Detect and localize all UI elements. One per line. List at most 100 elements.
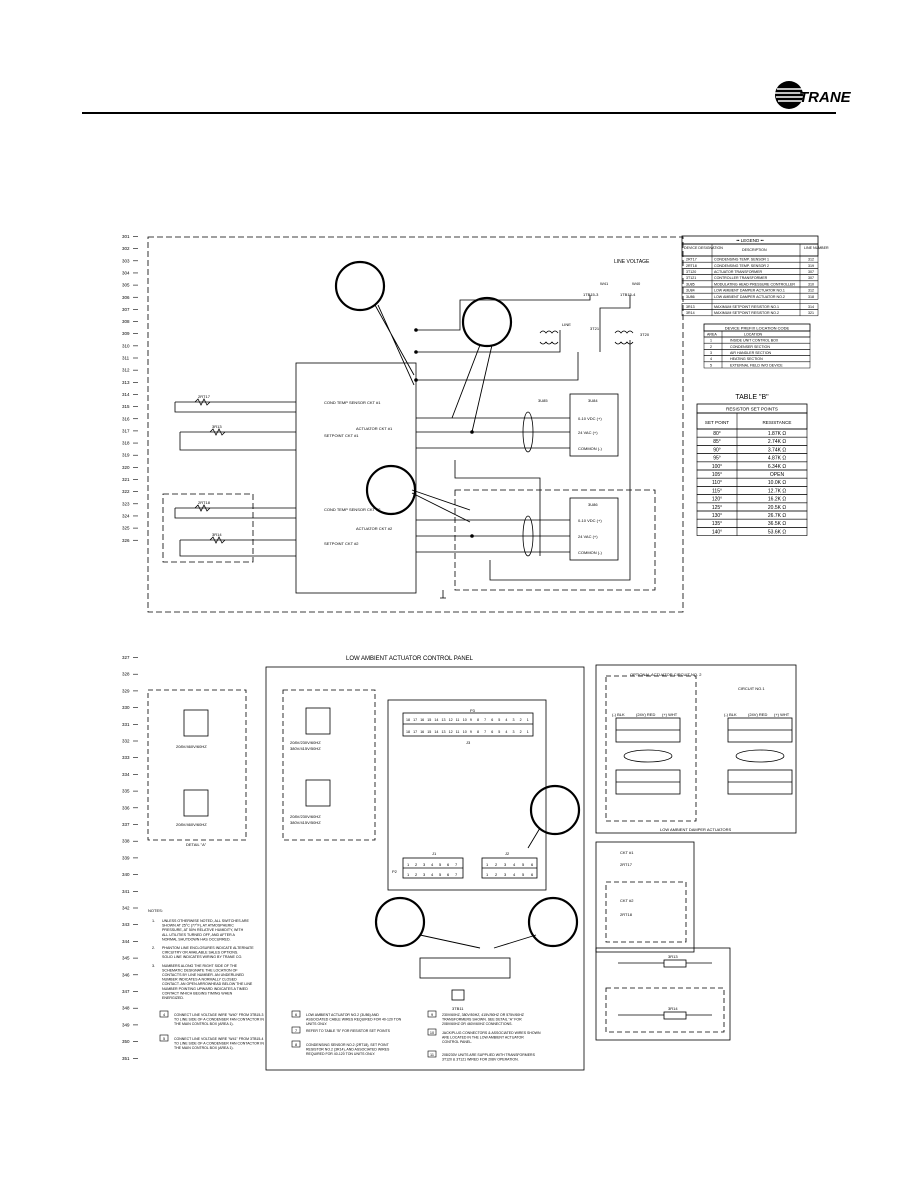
legend-device: 3T120 [686, 270, 696, 274]
j2-pin: 5 [522, 862, 525, 867]
prefix-area: 1 [710, 339, 712, 343]
detail-a: DETAIL "A" [186, 842, 207, 847]
table-b-resistance: 36.5K Ω [768, 521, 786, 527]
table-b-setpoint: 105° [712, 472, 722, 478]
j3-pin: 7 [484, 730, 486, 734]
line-number: 317 [122, 428, 130, 433]
line-number: 331 [122, 722, 130, 727]
prefix-area: 5 [710, 363, 712, 367]
table-b-setpoint: 85° [713, 439, 721, 445]
j1-pin: 1 [407, 872, 410, 877]
note-text: NORMAL SHUTDOWN HAS OCCURRED. [162, 937, 231, 941]
detail-a-enclosure [147, 689, 247, 841]
opt-circuit: OPTIONAL ACTUATOR CIRCUIT NO. 2 [630, 672, 702, 677]
table-b-setpoint: 100° [712, 464, 722, 470]
controller-board [387, 699, 547, 891]
legend-line-number: 312 [808, 258, 814, 262]
line-number: 334 [122, 772, 130, 777]
j3-pin: 18 [406, 730, 410, 734]
resistor-panel [595, 947, 731, 1041]
j1-pin: 7 [455, 872, 458, 877]
j3-pin: 6 [491, 718, 493, 722]
table-b-setpoint: 80° [713, 431, 721, 437]
table-b-setpoint: 115° [712, 488, 722, 494]
act2-term-1: 0-10 VDC (+) [578, 518, 602, 523]
dev-2rt18: 2RT18 [198, 500, 211, 505]
j1-pin: 4 [431, 862, 434, 867]
callout-text: 208V/60HZ OR 460V/60HZ CONNECTIONS. [442, 1022, 512, 1026]
line-number: 319 [122, 453, 130, 458]
j2-label: J2 [505, 851, 510, 856]
line-number: 318 [122, 441, 130, 446]
callout-text: REFER TO TABLE "B" FOR RESISTOR SET POIN… [306, 1029, 391, 1033]
p3-label: P3 [470, 708, 476, 713]
volt-a-2: 208V/460V/60HZ [176, 822, 207, 827]
j1-label: J1 [432, 851, 437, 856]
table-b-title: TABLE "B" [735, 394, 769, 401]
actuator-2: ACTUATOR CKT #2 [356, 526, 393, 531]
actuator-3u84-box [569, 393, 619, 457]
line-number: 345 [122, 956, 130, 961]
line-number: 307 [122, 307, 130, 312]
callout-number: 5 [163, 1037, 165, 1041]
j3-pin: 13 [442, 730, 446, 734]
prefix-header: LOCATION [744, 333, 763, 337]
prefix-header: AREA [707, 333, 717, 337]
j1-pin: 5 [439, 872, 442, 877]
line-number: 330 [122, 705, 130, 710]
act1-term-3: COMMON (-) [578, 446, 602, 451]
notes-list: 1.UNLESS OTHERWISE NOTED, ALL SWITCHES A… [152, 919, 254, 1000]
prefix-location: AIR HANDLER SECTION [730, 351, 772, 355]
ckt2-label: CKT #2 [620, 898, 634, 903]
volt-a-1: 208V/460V/60HZ [176, 744, 207, 749]
legend-description: LOW AMBIENT DAMPER ACTUATOR NO.2 [714, 295, 785, 299]
line-number: 328 [122, 672, 130, 677]
damper-label: LOW AMBIENT DAMPER ACTUATORS [660, 827, 731, 832]
j3-pin: 17 [413, 730, 417, 734]
line-number: 316 [122, 416, 130, 421]
table-b-resistance: 6.34K Ω [768, 464, 786, 470]
callout-text: THE MAIN CONTROL BOX (AREA 1). [174, 1022, 234, 1026]
legend-description: MAXIMUM SETPOINT RESISTOR NO.2 [714, 311, 779, 315]
note-text: NUMBERS ALONG THE RIGHT SIDE OF THE [162, 964, 238, 968]
j3-pin: 16 [420, 718, 424, 722]
legend-description: MODULATING HEAD PRESSURE CONTROLLER [714, 282, 795, 286]
legend-line-number: 318 [808, 295, 814, 299]
callout-text: CONNECT LINE VOLTAGE WIRE "W41" FROM 3TB… [174, 1037, 263, 1041]
circuit-1: CIRCUIT NO.1 [738, 686, 765, 691]
j2-pin: 5 [522, 872, 525, 877]
j3-pin: 3 [513, 730, 515, 734]
note-text: UNLESS OTHERWISE NOTED, ALL SWITCHES ARE [162, 919, 249, 923]
brand-name: TRANE [799, 89, 852, 106]
dev-3u84: 3U84 [588, 398, 598, 403]
control-panel-box [295, 362, 417, 594]
j2-pin: 3 [504, 862, 507, 867]
table-b-resistance: OPEN [770, 472, 785, 478]
note-text: SHOWN AT 25°C (77°F), AT ATMOSPHERIC [162, 924, 234, 928]
j2-pin: 4 [513, 872, 516, 877]
callout-text: UNITS ONLY. [306, 1022, 327, 1026]
line-number: 312 [122, 368, 130, 373]
j3-pin: 2 [520, 730, 522, 734]
j3-connector [402, 712, 534, 737]
table-b-resistance: 53.6K Ω [768, 529, 786, 535]
ckt2-sensor-enclosure [162, 493, 254, 563]
j3-pin: 2 [520, 718, 522, 722]
callout-text: REQUIRED FOR 40-120 TON UNITS ONLY. [306, 1052, 375, 1056]
top-phantom-enclosure [147, 236, 684, 613]
prefix-title: DEVICE PREFIX LOCATION CODE [725, 325, 790, 330]
act-col-1: (-) BLK [612, 712, 625, 717]
prefix-location: EXTERNAL FIELD W/O DEVICE [730, 363, 783, 367]
j3-pin: 18 [406, 718, 410, 722]
note-text: ENERGIZED. [162, 996, 184, 1000]
table-b-resistance: 1.87K Ω [768, 431, 786, 437]
j3-pin: 14 [434, 718, 438, 722]
p2-label: P2 [392, 869, 398, 874]
callout-number: 9 [431, 1013, 433, 1017]
callout-box [427, 1010, 437, 1018]
line-number: 305 [122, 283, 130, 288]
j3-pin: 8 [477, 718, 479, 722]
j2-pin: 2 [495, 862, 498, 867]
